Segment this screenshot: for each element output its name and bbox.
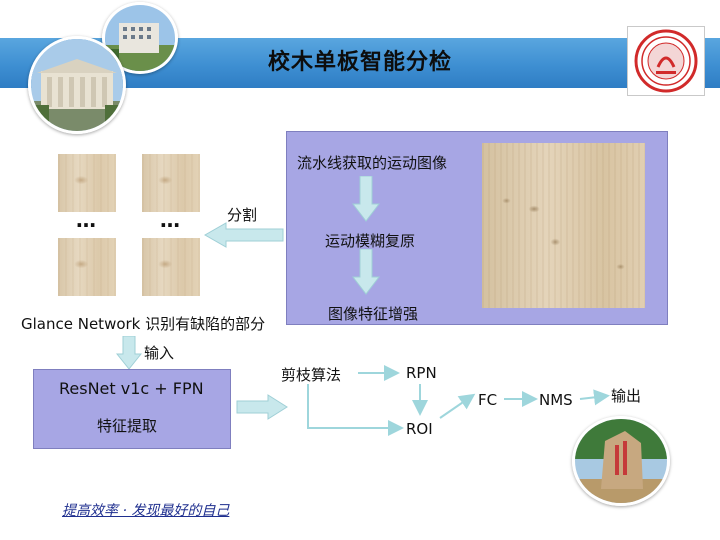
down-arrow-icon bbox=[116, 336, 142, 370]
down-arrow-icon bbox=[352, 249, 380, 295]
pruning-algorithm-label: 剪枝算法 bbox=[281, 366, 342, 384]
wood-veneer-image bbox=[482, 143, 645, 308]
fc-label: FC bbox=[478, 391, 498, 409]
wood-tile bbox=[142, 154, 200, 212]
split-label: 分割 bbox=[227, 206, 258, 224]
university-seal-icon bbox=[634, 29, 698, 93]
university-logo bbox=[627, 26, 705, 96]
wood-tile bbox=[58, 238, 116, 296]
page-title: 校木单板智能分检 bbox=[267, 50, 452, 75]
rpn-label: RPN bbox=[406, 364, 437, 382]
wood-tile bbox=[142, 238, 200, 296]
campus-hall-photo-large bbox=[28, 36, 126, 134]
glance-network-label: Glance Network 识别有缺陷的部分 bbox=[21, 315, 266, 333]
nms-label: NMS bbox=[539, 391, 573, 409]
rock-photo-icon bbox=[575, 419, 667, 503]
output-label: 输出 bbox=[611, 387, 642, 405]
ellipsis-dots: … bbox=[76, 208, 97, 232]
step-capture-label: 流水线获取的运动图像 bbox=[297, 154, 448, 172]
backbone-box bbox=[33, 369, 231, 449]
backbone-model-label: ResNet v1c + FPN bbox=[59, 379, 204, 398]
right-arrow-icon bbox=[236, 394, 288, 420]
feature-extraction-label: 特征提取 bbox=[97, 417, 158, 435]
wood-tile bbox=[58, 154, 116, 212]
left-arrow-icon bbox=[204, 222, 284, 248]
footer-motto: 提高效率 · 发现最好的自己 bbox=[62, 503, 230, 519]
pipeline-connectors bbox=[307, 365, 610, 436]
campus-rock-photo bbox=[572, 416, 670, 506]
hall-photo-icon bbox=[31, 39, 123, 131]
step-deblur-label: 运动模糊复原 bbox=[325, 232, 416, 250]
input-label: 输入 bbox=[144, 344, 175, 362]
down-arrow-icon bbox=[352, 176, 380, 222]
ellipsis-dots: … bbox=[160, 208, 181, 232]
roi-label: ROI bbox=[406, 420, 433, 438]
step-enhance-label: 图像特征增强 bbox=[328, 305, 419, 323]
